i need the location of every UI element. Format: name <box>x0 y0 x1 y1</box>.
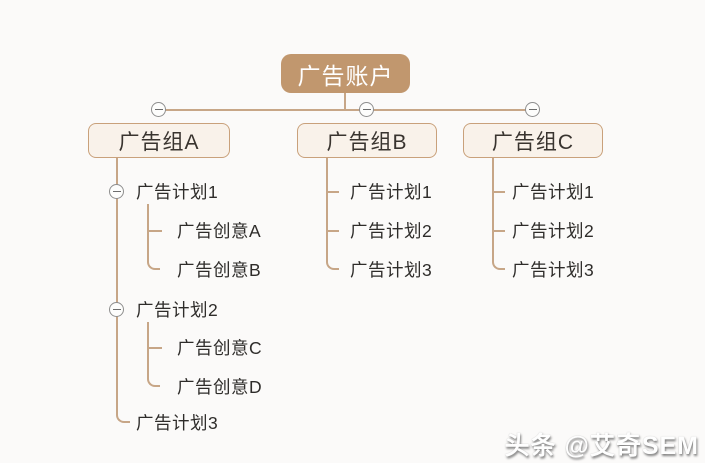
stub-b-plan2 <box>326 230 339 232</box>
stub-c-plan2 <box>492 230 505 232</box>
tree-node-plan[interactable]: 广告计划3 <box>350 260 433 280</box>
tree-node-plan[interactable]: 广告计划3 <box>136 413 219 433</box>
tree-node-creative[interactable]: 广告创意A <box>177 221 262 241</box>
minus-glyph <box>528 108 537 111</box>
ad-group-a-node[interactable]: 广告组A <box>88 123 230 158</box>
ad-group-c-label: 广告组C <box>491 130 575 154</box>
ad-group-c-node[interactable]: 广告组C <box>463 123 603 158</box>
tree-node-plan[interactable]: 广告计划2 <box>136 300 219 320</box>
minus-glyph <box>112 308 121 311</box>
stub-creative-a <box>147 230 162 232</box>
minus-icon[interactable] <box>109 302 124 317</box>
ad-account-node[interactable]: 广告账户 <box>281 54 410 93</box>
minus-icon[interactable] <box>359 102 374 117</box>
stub-creative-c <box>147 347 162 349</box>
tree-node-plan[interactable]: 广告计划2 <box>512 221 595 241</box>
tree-node-plan[interactable]: 广告计划3 <box>512 260 595 280</box>
minus-icon[interactable] <box>109 184 124 199</box>
branch-line-group-c <box>492 158 505 270</box>
ad-group-b-node[interactable]: 广告组B <box>297 123 437 158</box>
branch-line-group-a <box>116 158 130 423</box>
branch-line-group-b <box>326 158 339 270</box>
tree-node-plan[interactable]: 广告计划1 <box>512 182 595 202</box>
tree-node-creative[interactable]: 广告创意D <box>177 377 263 397</box>
groups-rail-line <box>159 109 533 111</box>
minus-icon[interactable] <box>151 102 166 117</box>
minus-glyph <box>362 108 371 111</box>
stub-b-plan1 <box>326 191 339 193</box>
ad-group-a-label: 广告组A <box>118 130 200 154</box>
tree-node-creative[interactable]: 广告创意C <box>177 338 263 358</box>
tree-node-plan[interactable]: 广告计划1 <box>350 182 433 202</box>
branch-line-plan1 <box>147 204 160 270</box>
watermark: 头条 @艾奇SEM <box>504 432 699 460</box>
tree-node-creative[interactable]: 广告创意B <box>177 260 262 280</box>
minus-icon[interactable] <box>525 102 540 117</box>
branch-line-plan2 <box>147 322 160 387</box>
root-connector-line <box>344 93 346 110</box>
minus-glyph <box>154 108 163 111</box>
stub-c-plan1 <box>492 191 505 193</box>
tree-node-plan[interactable]: 广告计划2 <box>350 221 433 241</box>
ad-account-label: 广告账户 <box>297 62 394 89</box>
minus-glyph <box>112 190 121 193</box>
tree-node-plan[interactable]: 广告计划1 <box>136 182 219 202</box>
ad-group-b-label: 广告组B <box>326 130 408 154</box>
